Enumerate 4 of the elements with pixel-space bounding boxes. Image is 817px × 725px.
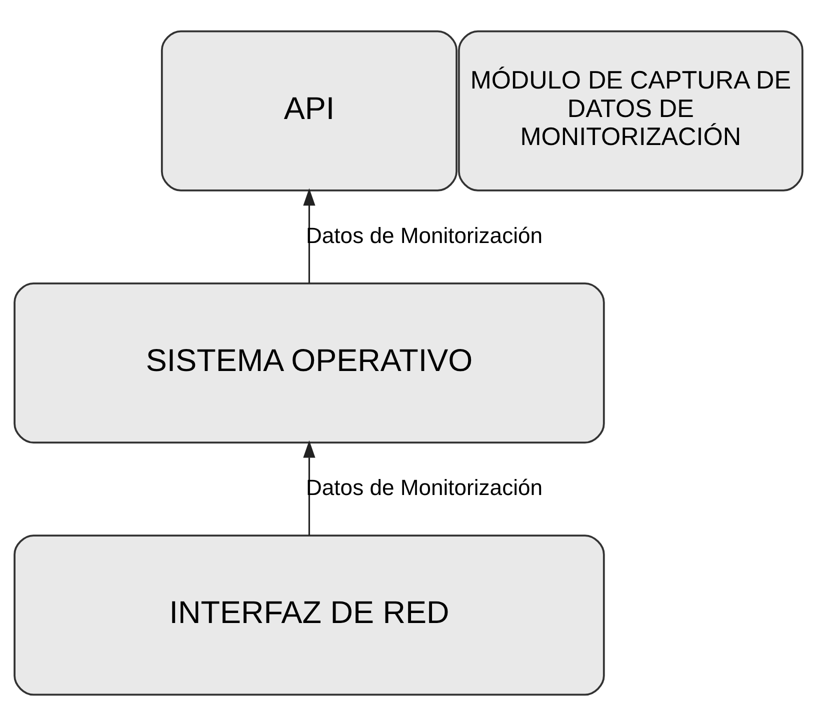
node-box: SISTEMA OPERATIVO xyxy=(14,282,605,444)
node-box: INTERFAZ DE RED xyxy=(14,534,605,696)
node-box: API xyxy=(160,30,458,191)
node-box: MÓDULO DE CAPTURA DE DATOS DE MONITORIZACIÓN xyxy=(458,30,804,191)
